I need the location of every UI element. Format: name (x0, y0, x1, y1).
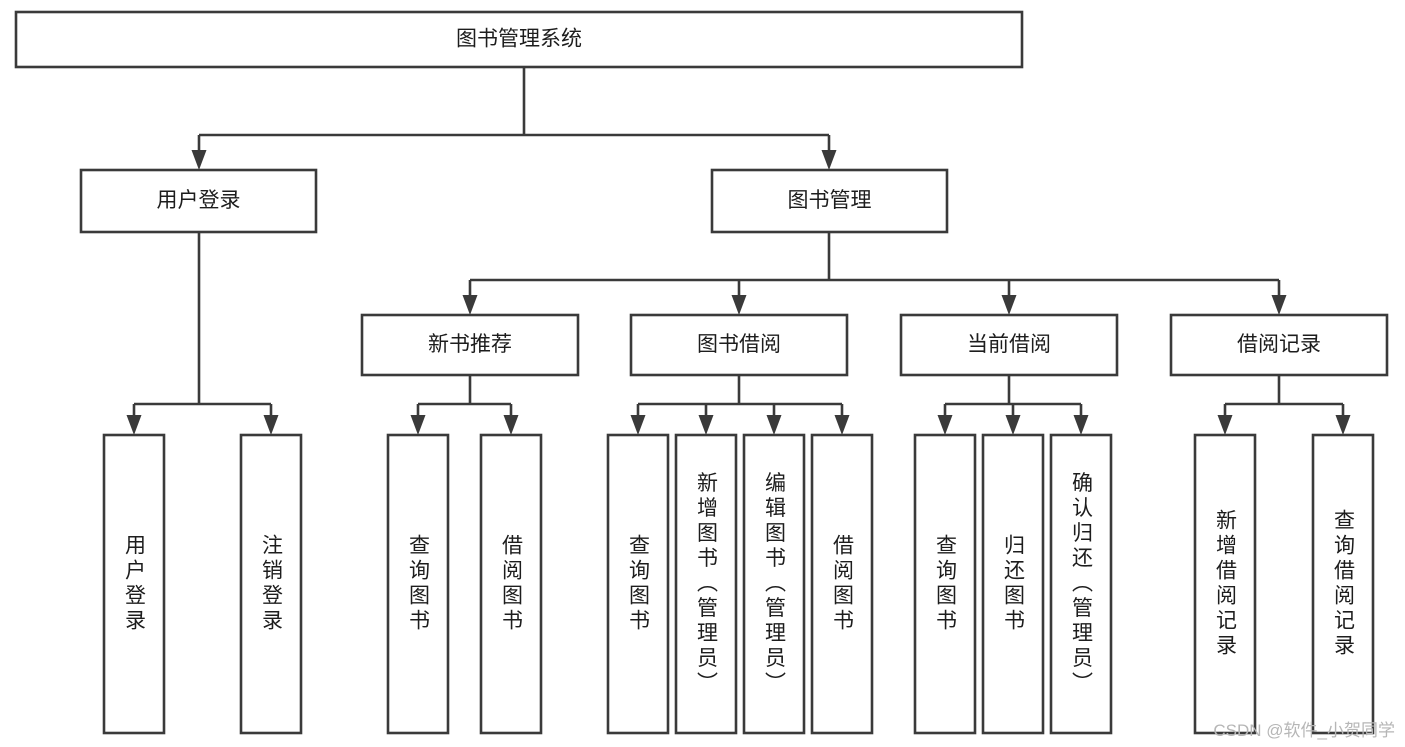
connector-system (191, 67, 837, 170)
node-box[interactable] (14, 10, 1024, 69)
arrow-head-icon (630, 415, 646, 435)
leaf-node-leaf-record-query[interactable]: 查询借阅记录 (1311, 433, 1375, 735)
node-box[interactable] (810, 433, 874, 735)
arrow-head-icon (1271, 295, 1287, 315)
leaf-node-leaf-borrow-edit-book[interactable]: 编辑图书（管理员） (742, 433, 806, 735)
connector-book-borrow (630, 375, 850, 435)
arrow-head-icon (1001, 295, 1017, 315)
node-box[interactable] (742, 433, 806, 735)
arrow-head-icon (263, 415, 279, 435)
watermark-text: CSDN @软件_小贺同学 (1213, 721, 1395, 740)
connector-borrow-record (1217, 375, 1351, 435)
leaf-node-leaf-borrow-add-book[interactable]: 新增图书（管理员） (674, 433, 738, 735)
node-box[interactable] (899, 313, 1119, 377)
leaf-node-leaf-current-query-book[interactable]: 查询图书 (913, 433, 977, 735)
arrow-head-icon (821, 150, 837, 170)
level2-node-user-login[interactable]: 用户登录 (79, 168, 318, 234)
arrow-head-icon (698, 415, 714, 435)
connector-book-manage (462, 232, 1287, 315)
node-box[interactable] (981, 433, 1045, 735)
node-box[interactable] (913, 433, 977, 735)
level2-node-book-manage[interactable]: 图书管理 (710, 168, 949, 234)
node-box[interactable] (1311, 433, 1375, 735)
node-label: 图书管理 (788, 189, 872, 212)
arrow-head-icon (937, 415, 953, 435)
root-node-system[interactable]: 图书管理系统 (14, 10, 1024, 69)
node-box[interactable] (479, 433, 543, 735)
arrow-head-icon (731, 295, 747, 315)
level3-node-book-borrow[interactable]: 图书借阅 (629, 313, 849, 377)
node-label: 新增借阅记录 (1214, 509, 1238, 659)
node-label: 借阅记录 (1237, 333, 1321, 356)
arrow-head-icon (1335, 415, 1351, 435)
node-label: 图书借阅 (697, 333, 781, 356)
node-box[interactable] (1193, 433, 1257, 735)
node-label: 借阅图书 (500, 534, 524, 634)
node-box[interactable] (79, 168, 318, 234)
arrow-head-icon (410, 415, 426, 435)
level3-node-current-borrow[interactable]: 当前借阅 (899, 313, 1119, 377)
node-label: 图书管理系统 (456, 27, 582, 50)
arrow-head-icon (1005, 415, 1021, 435)
leaf-node-leaf-user-logout[interactable]: 注销登录 (239, 433, 303, 735)
node-label: 用户登录 (157, 189, 241, 212)
node-box[interactable] (360, 313, 580, 377)
node-label: 查询图书 (627, 534, 651, 634)
node-label: 归还图书 (1002, 534, 1026, 634)
node-label: 注销登录 (260, 534, 284, 634)
node-box[interactable] (386, 433, 450, 735)
arrow-head-icon (766, 415, 782, 435)
connector-new-book-recommend (410, 375, 519, 435)
connector-current-borrow (937, 375, 1089, 435)
node-box[interactable] (102, 433, 166, 735)
node-box[interactable] (629, 313, 849, 377)
arrow-head-icon (1073, 415, 1089, 435)
arrow-head-icon (126, 415, 142, 435)
nodes-layer: 图书管理系统用户登录图书管理新书推荐图书借阅当前借阅借阅记录用户登录注销登录查询… (14, 10, 1389, 735)
node-label: 用户登录 (123, 534, 147, 634)
level3-node-new-book-recommend[interactable]: 新书推荐 (360, 313, 580, 377)
connector-user-login (126, 232, 279, 435)
node-label: 新书推荐 (428, 333, 512, 356)
node-box[interactable] (674, 433, 738, 735)
leaf-node-leaf-recommend-borrow-book[interactable]: 借阅图书 (479, 433, 543, 735)
node-box[interactable] (710, 168, 949, 234)
node-box[interactable] (1169, 313, 1389, 377)
node-label: 查询借阅记录 (1332, 509, 1356, 659)
leaf-node-leaf-record-add[interactable]: 新增借阅记录 (1193, 433, 1257, 735)
node-box[interactable] (606, 433, 670, 735)
node-label: 新增图书（管理员） (695, 472, 719, 697)
arrow-head-icon (1217, 415, 1233, 435)
arrow-head-icon (191, 150, 207, 170)
leaf-node-leaf-recommend-query-book[interactable]: 查询图书 (386, 433, 450, 735)
leaf-node-leaf-current-confirm-return[interactable]: 确认归还（管理员） (1049, 433, 1113, 735)
arrow-head-icon (503, 415, 519, 435)
node-label: 编辑图书（管理员） (763, 472, 787, 697)
node-label: 当前借阅 (967, 333, 1051, 356)
node-label: 查询图书 (407, 534, 431, 634)
node-box[interactable] (1049, 433, 1113, 735)
connectors-layer (126, 67, 1351, 435)
node-box[interactable] (239, 433, 303, 735)
leaf-node-leaf-borrow-borrow-book[interactable]: 借阅图书 (810, 433, 874, 735)
leaf-node-leaf-user-login[interactable]: 用户登录 (102, 433, 166, 735)
leaf-node-leaf-borrow-query-book[interactable]: 查询图书 (606, 433, 670, 735)
arrow-head-icon (834, 415, 850, 435)
node-label: 确认归还（管理员） (1070, 472, 1094, 697)
level3-node-borrow-record[interactable]: 借阅记录 (1169, 313, 1389, 377)
node-label: 查询图书 (934, 534, 958, 634)
leaf-node-leaf-current-return-book[interactable]: 归还图书 (981, 433, 1045, 735)
node-label: 借阅图书 (831, 534, 855, 634)
arrow-head-icon (462, 295, 478, 315)
